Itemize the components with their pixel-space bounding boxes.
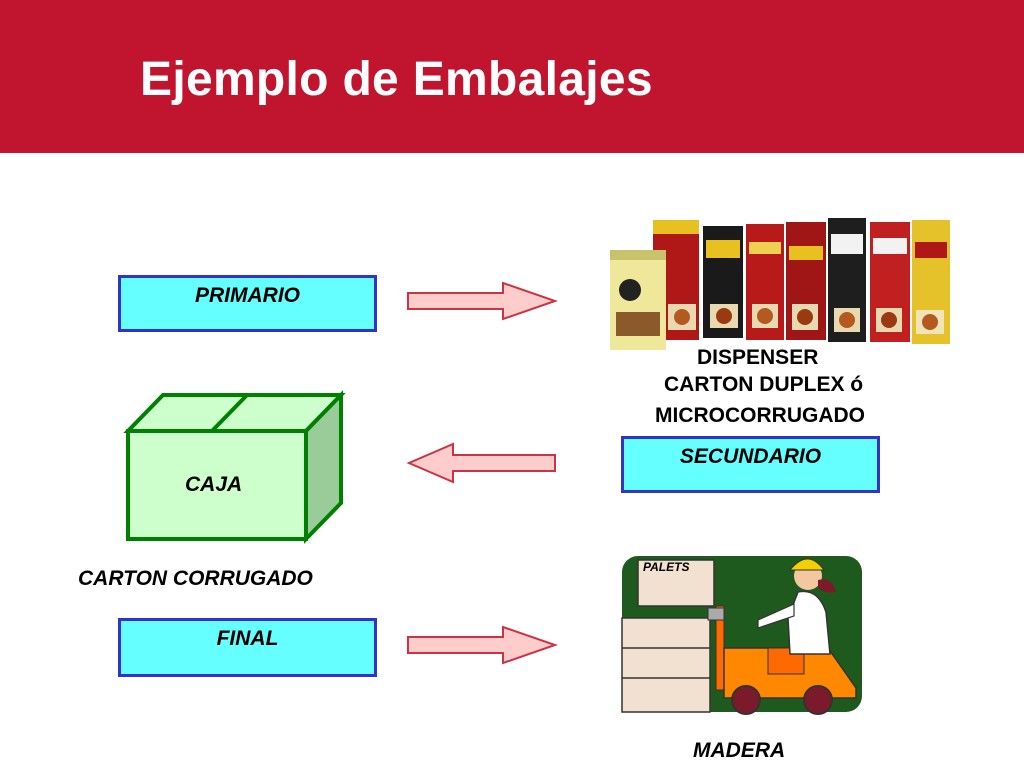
arrow-right-primario [407,281,559,321]
cardboard-box-icon [123,390,346,544]
caption-madera: MADERA [693,739,786,762]
caption-carton-corrugado: CARTON CORRUGADO [78,567,313,590]
caption-microcorrugado: MICROCORRUGADO [655,404,865,427]
label-final: FINAL [118,618,377,677]
arrow-left-secundario [406,442,556,484]
caption-carton-duplex: CARTON DUPLEX ó [664,373,864,396]
caption-dispenser: DISPENSER [697,346,819,369]
slide-title: Ejemplo de Embalajes [140,53,653,106]
arrow-right-final [407,625,559,665]
forklift-worker-illustration [621,556,862,715]
title-banner: Ejemplo de Embalajes [0,0,1024,153]
spice-packets-illustration [610,218,950,350]
label-secundario: SECUNDARIO [621,436,880,493]
caption-caja: CAJA [185,473,243,496]
caption-palets: PALETS [643,560,690,574]
label-primario: PRIMARIO [118,275,377,332]
